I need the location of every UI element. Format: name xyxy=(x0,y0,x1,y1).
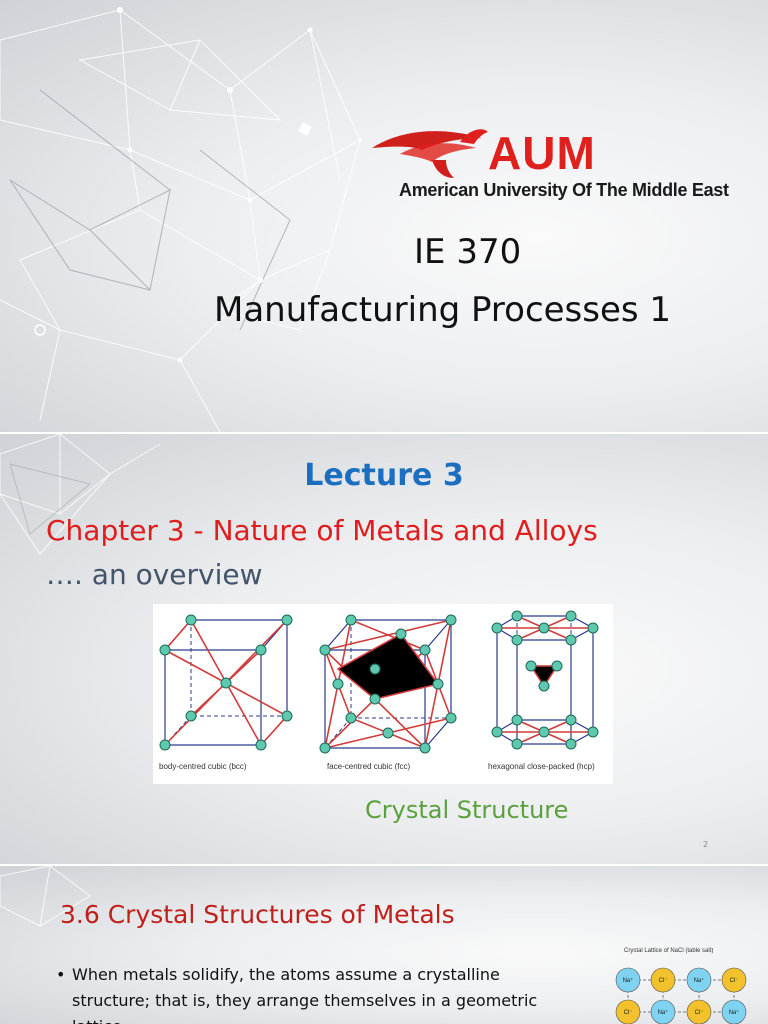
network-background xyxy=(0,866,91,927)
sodium-ion: Na⁺ xyxy=(615,967,641,993)
ion-label: Cl⁻ xyxy=(730,978,739,984)
overview-subtitle: …. an overview xyxy=(46,558,263,591)
logo-wordmark: AUM xyxy=(488,127,596,179)
nacl-title: Crystal Lattice of NaCl (table salt) xyxy=(624,948,714,954)
ion-label: Cl⁻ xyxy=(695,1010,704,1016)
chloride-ion: Cl⁻ xyxy=(721,967,747,993)
ion-label: Na⁺ xyxy=(658,1009,669,1016)
bcc-caption: body-centred cubic (bcc) xyxy=(159,762,247,771)
sodium-ion: Na⁺ xyxy=(650,999,676,1024)
content-slide: 3.6 Crystal Structures of Metals • When … xyxy=(0,866,768,1024)
course-name: Manufacturing Processes 1 xyxy=(214,290,672,330)
figure-caption: Crystal Structure xyxy=(365,796,569,824)
title-slide: AUM American University Of The Middle Ea… xyxy=(0,0,768,432)
ion-label: Na⁺ xyxy=(694,977,705,984)
chloride-ion: Cl⁻ xyxy=(615,999,641,1024)
ion-label: Cl⁻ xyxy=(624,1010,633,1016)
network-background xyxy=(0,7,362,432)
fcc-caption: face-centred cubic (fcc) xyxy=(327,762,411,771)
sodium-ion: Na⁺ xyxy=(686,967,712,993)
bullet-text: When metals solidify, the atoms assume a… xyxy=(72,965,538,1024)
nacl-lattice-diagram: Na⁺ Cl⁻ Na⁺ Cl⁻ Cl⁻ Na⁺ Cl⁻ Na⁺ xyxy=(615,967,747,1024)
bcc-unit-cell xyxy=(159,614,293,751)
hcp-unit-cell xyxy=(491,610,599,750)
bullet-marker: • xyxy=(56,965,66,984)
ion-label: Na⁺ xyxy=(729,1009,740,1016)
section-title: 3.6 Crystal Structures of Metals xyxy=(60,900,455,929)
chloride-ion: Cl⁻ xyxy=(650,967,676,993)
nacl-lattice-figure: Crystal Lattice of NaCl (table salt) Na⁺… xyxy=(612,946,762,1024)
chloride-ion: Cl⁻ xyxy=(686,999,712,1024)
phoenix-icon xyxy=(372,129,488,178)
university-name: American University Of The Middle East xyxy=(399,180,729,200)
course-code: IE 370 xyxy=(414,232,522,272)
ion-label: Na⁺ xyxy=(623,977,634,984)
slide-divider xyxy=(0,432,768,434)
page-number: 2 xyxy=(703,840,709,849)
network-background xyxy=(0,434,161,555)
lecture-slide: Lecture 3 Chapter 3 - Nature of Metals a… xyxy=(0,434,768,864)
sodium-ion: Na⁺ xyxy=(721,999,747,1024)
fcc-unit-cell xyxy=(319,614,457,754)
slide-divider xyxy=(0,864,768,866)
chapter-title: Chapter 3 - Nature of Metals and Alloys xyxy=(46,514,598,547)
bullet-point: • When metals solidify, the atoms assume… xyxy=(56,962,542,1024)
crystal-structure-figure: body-centred cubic (bcc) xyxy=(153,604,613,784)
lecture-title: Lecture 3 xyxy=(304,458,464,493)
ion-label: Cl⁻ xyxy=(659,978,668,984)
hcp-caption: hexagonal close-packed (hcp) xyxy=(488,762,595,771)
aum-logo: AUM American University Of The Middle Ea… xyxy=(370,120,730,210)
